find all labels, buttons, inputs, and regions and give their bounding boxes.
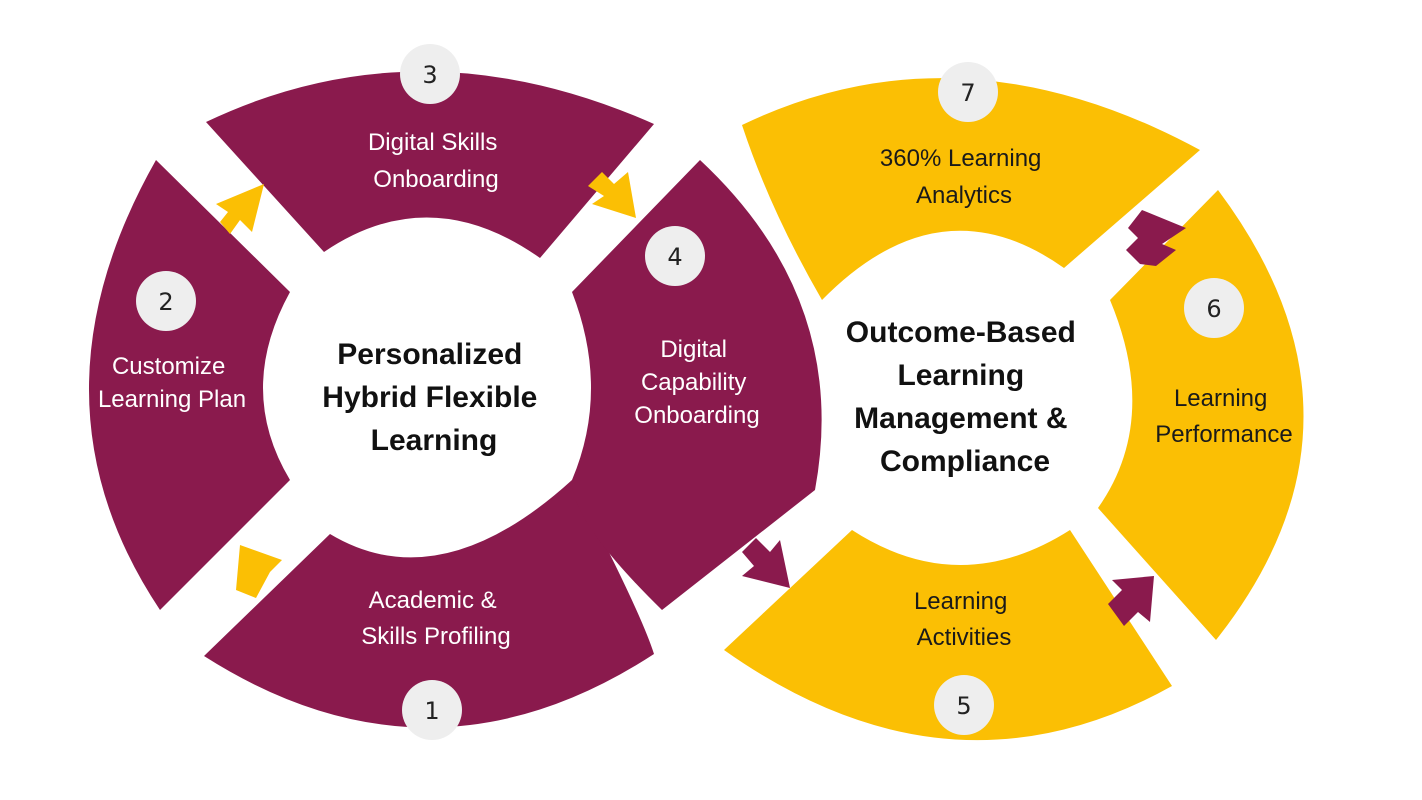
number-badges: 3 2 1 4 7 6 5: [136, 44, 1244, 740]
arrows: [216, 172, 1186, 626]
step-number-badge: 5: [934, 675, 994, 735]
step-number-badge: 3: [400, 44, 460, 104]
step-number: 5: [956, 692, 971, 720]
arrow-icon: [1126, 210, 1186, 266]
step-label: Learning Activities: [914, 588, 1014, 651]
step-number: 2: [158, 288, 173, 316]
step-number: 4: [667, 243, 682, 271]
step-label: 360% Learning Analytics: [880, 145, 1048, 209]
step-number-badge: 6: [1184, 278, 1244, 338]
right-cycle-title: Outcome-Based Learning Management & Comp…: [846, 316, 1084, 478]
step-number-badge: 2: [136, 271, 196, 331]
step-label: Digital Capability Onboarding: [634, 336, 759, 429]
arrow-icon: [216, 184, 264, 234]
step-number: 1: [424, 697, 439, 725]
step-label: Academic & Skills Profiling: [361, 587, 510, 650]
segment-learning-activities: [724, 530, 1172, 741]
right-cycle: [724, 78, 1304, 741]
step-label: Learning Performance: [1155, 385, 1292, 448]
step-number: 7: [960, 79, 975, 107]
step-number-badge: 7: [938, 62, 998, 122]
arrow-icon: [236, 545, 282, 598]
step-label: Digital Skills Onboarding: [368, 129, 504, 193]
arrow-icon: [742, 538, 790, 588]
segment-digital-skills-onboarding: [206, 71, 654, 258]
left-cycle: [88, 71, 822, 728]
step-number: 6: [1206, 295, 1221, 323]
step-number: 3: [422, 61, 437, 89]
arrow-icon: [1108, 576, 1154, 626]
segment-digital-capability-onboarding: [571, 160, 822, 610]
arrow-icon: [588, 172, 636, 218]
segment-learning-performance: [1098, 190, 1304, 640]
step-number-badge: 1: [402, 680, 462, 740]
segment-labels: Digital Skills Onboarding Customize Lear…: [98, 129, 1293, 651]
step-label: Customize Learning Plan: [98, 353, 246, 413]
segment-learning-analytics: [742, 78, 1200, 300]
segment-academic-skills-profiling: [204, 480, 654, 728]
left-cycle-title: Personalized Hybrid Flexible Learning: [322, 338, 545, 457]
segment-customize-learning-plan: [88, 160, 290, 610]
step-number-badge: 4: [645, 226, 705, 286]
